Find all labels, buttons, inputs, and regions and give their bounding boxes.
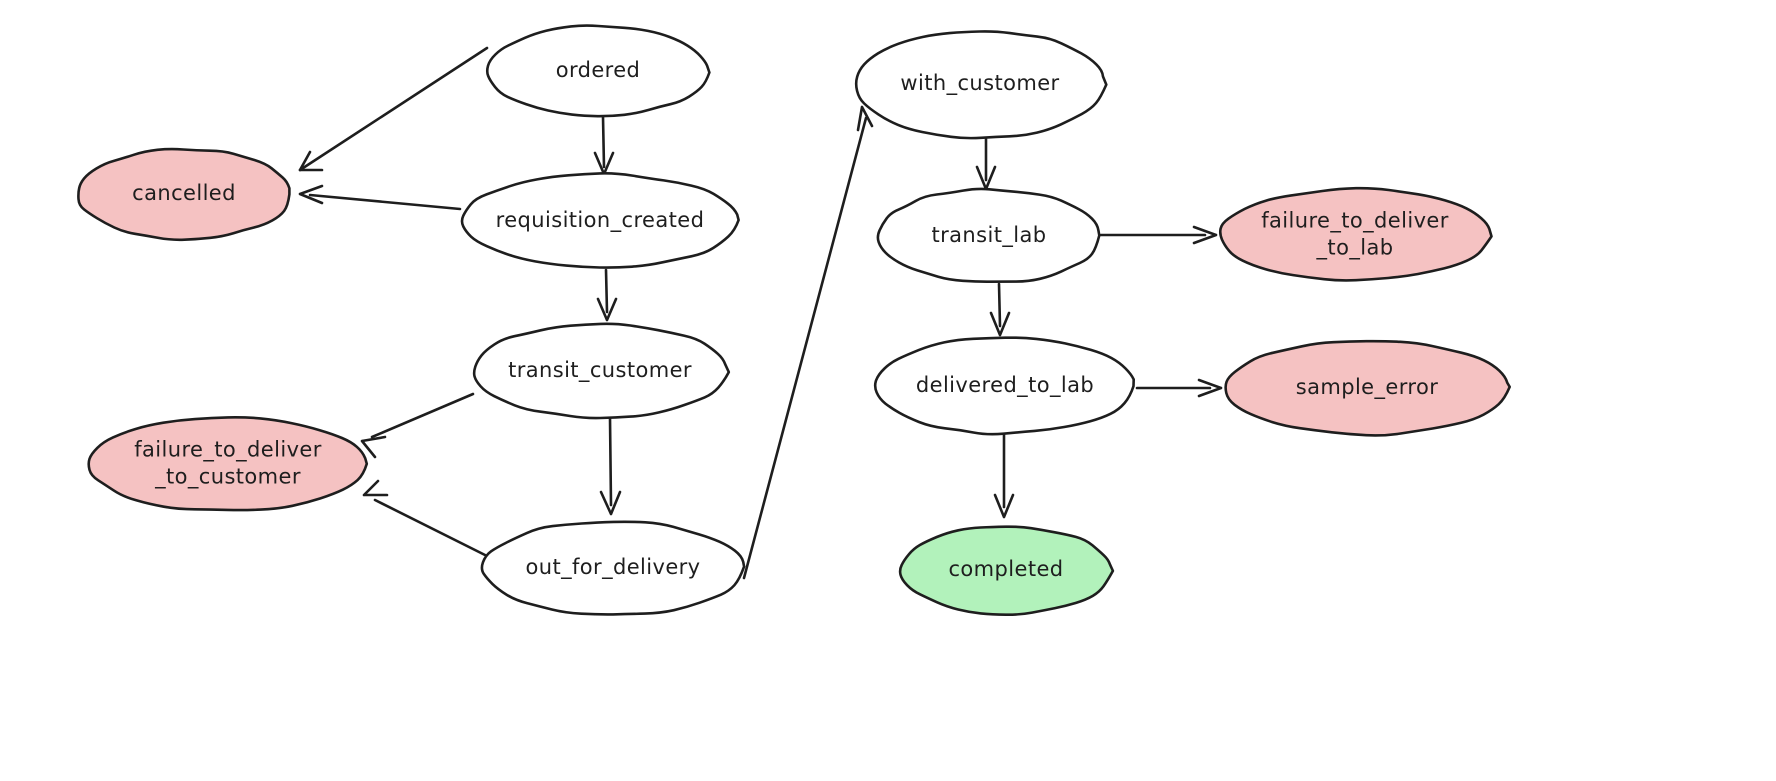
edge-line <box>298 46 489 172</box>
arrowhead-icon <box>599 490 622 516</box>
edge-transit_customer-failure_to_deliver_to_customer <box>360 392 475 459</box>
arrowhead-icon <box>298 184 324 205</box>
edge-ordered-cancelled <box>298 46 489 172</box>
node-label: cancelled <box>132 181 236 205</box>
node-ellipse[interactable] <box>1224 339 1511 437</box>
arrowhead-icon <box>298 150 324 172</box>
node-ellipse[interactable] <box>480 520 746 616</box>
node-label: requisition_created <box>496 208 705 233</box>
edge-out_for_delivery-failure_to_deliver_to_customer <box>362 479 489 558</box>
edge-line <box>308 193 462 211</box>
edge-line <box>373 498 489 558</box>
arrowhead-icon <box>989 311 1011 337</box>
arrowhead-icon <box>975 165 997 191</box>
node-cancelled[interactable]: cancelled <box>77 147 291 242</box>
node-label: out_for_delivery <box>526 555 701 580</box>
edge-line <box>608 416 613 507</box>
edge-ordered-requisition_created <box>593 115 615 176</box>
edge-requisition_created-transit_customer <box>596 268 618 322</box>
arrowhead-icon <box>593 151 615 176</box>
edge-line <box>997 282 1002 328</box>
edge-line <box>604 268 609 314</box>
node-transit_customer[interactable]: transit_customer <box>472 322 731 420</box>
arrowhead-icon <box>596 297 618 322</box>
node-ellipse[interactable] <box>876 187 1101 284</box>
edge-requisition_created-cancelled <box>298 184 462 211</box>
edge-line <box>370 392 475 439</box>
node-label: failure_to_deliver <box>134 438 322 463</box>
edges-group <box>298 46 1223 580</box>
arrowhead-icon <box>993 493 1015 519</box>
arrowhead-icon <box>1192 225 1218 245</box>
node-ellipse[interactable] <box>472 322 731 420</box>
node-sample_error[interactable]: sample_error <box>1224 339 1511 437</box>
edge-transit_customer-out_for_delivery <box>599 416 622 516</box>
node-label: _to_lab <box>1316 236 1394 261</box>
node-ellipse[interactable] <box>87 416 369 512</box>
edge-line <box>742 116 868 580</box>
node-transit_lab[interactable]: transit_lab <box>876 187 1101 284</box>
node-ellipse[interactable] <box>873 336 1135 436</box>
edge-delivered_to_lab-completed <box>993 433 1015 519</box>
node-label: failure_to_deliver <box>1261 209 1449 234</box>
edge-transit_lab-delivered_to_lab <box>989 282 1011 337</box>
node-label: ordered <box>556 58 641 82</box>
node-ellipse[interactable] <box>854 30 1108 140</box>
arrowhead-icon <box>856 105 874 132</box>
node-label: completed <box>948 557 1063 581</box>
edge-transit_lab-failure_to_deliver_to_lab <box>1099 225 1218 245</box>
node-with_customer[interactable]: with_customer <box>854 30 1108 140</box>
node-label: with_customer <box>900 71 1059 96</box>
node-label: sample_error <box>1296 375 1439 400</box>
edge-line <box>601 115 606 169</box>
node-out_for_delivery[interactable]: out_for_delivery <box>480 520 746 616</box>
edge-delivered_to_lab-sample_error <box>1135 378 1223 398</box>
node-ellipse[interactable] <box>460 172 740 269</box>
node-failure_to_deliver_to_customer[interactable]: failure_to_deliver_to_customer <box>87 416 369 512</box>
node-requisition_created[interactable]: requisition_created <box>460 172 740 269</box>
edge-with_customer-transit_lab <box>975 137 997 191</box>
node-label: _to_customer <box>154 465 301 490</box>
nodes-group: ordered cancelled requisition_createdtrans… <box>77 24 1511 617</box>
arrowhead-icon <box>1197 378 1223 398</box>
node-ellipse[interactable] <box>485 24 711 118</box>
node-label: transit_lab <box>932 223 1047 248</box>
edge-out_for_delivery-with_customer <box>742 105 874 580</box>
node-ellipse[interactable] <box>77 147 291 242</box>
node-delivered_to_lab[interactable]: delivered_to_lab <box>873 336 1135 436</box>
node-label: delivered_to_lab <box>916 373 1094 398</box>
arrowhead-icon <box>360 435 387 459</box>
node-ordered[interactable]: ordered <box>485 24 711 118</box>
arrowhead-icon <box>362 479 389 497</box>
node-completed[interactable]: completed <box>898 525 1115 617</box>
node-label: transit_customer <box>508 358 692 383</box>
node-ellipse[interactable] <box>1218 186 1493 282</box>
node-ellipse[interactable] <box>898 525 1115 617</box>
node-failure_to_deliver_to_lab[interactable]: failure_to_deliver_to_lab <box>1218 186 1493 282</box>
